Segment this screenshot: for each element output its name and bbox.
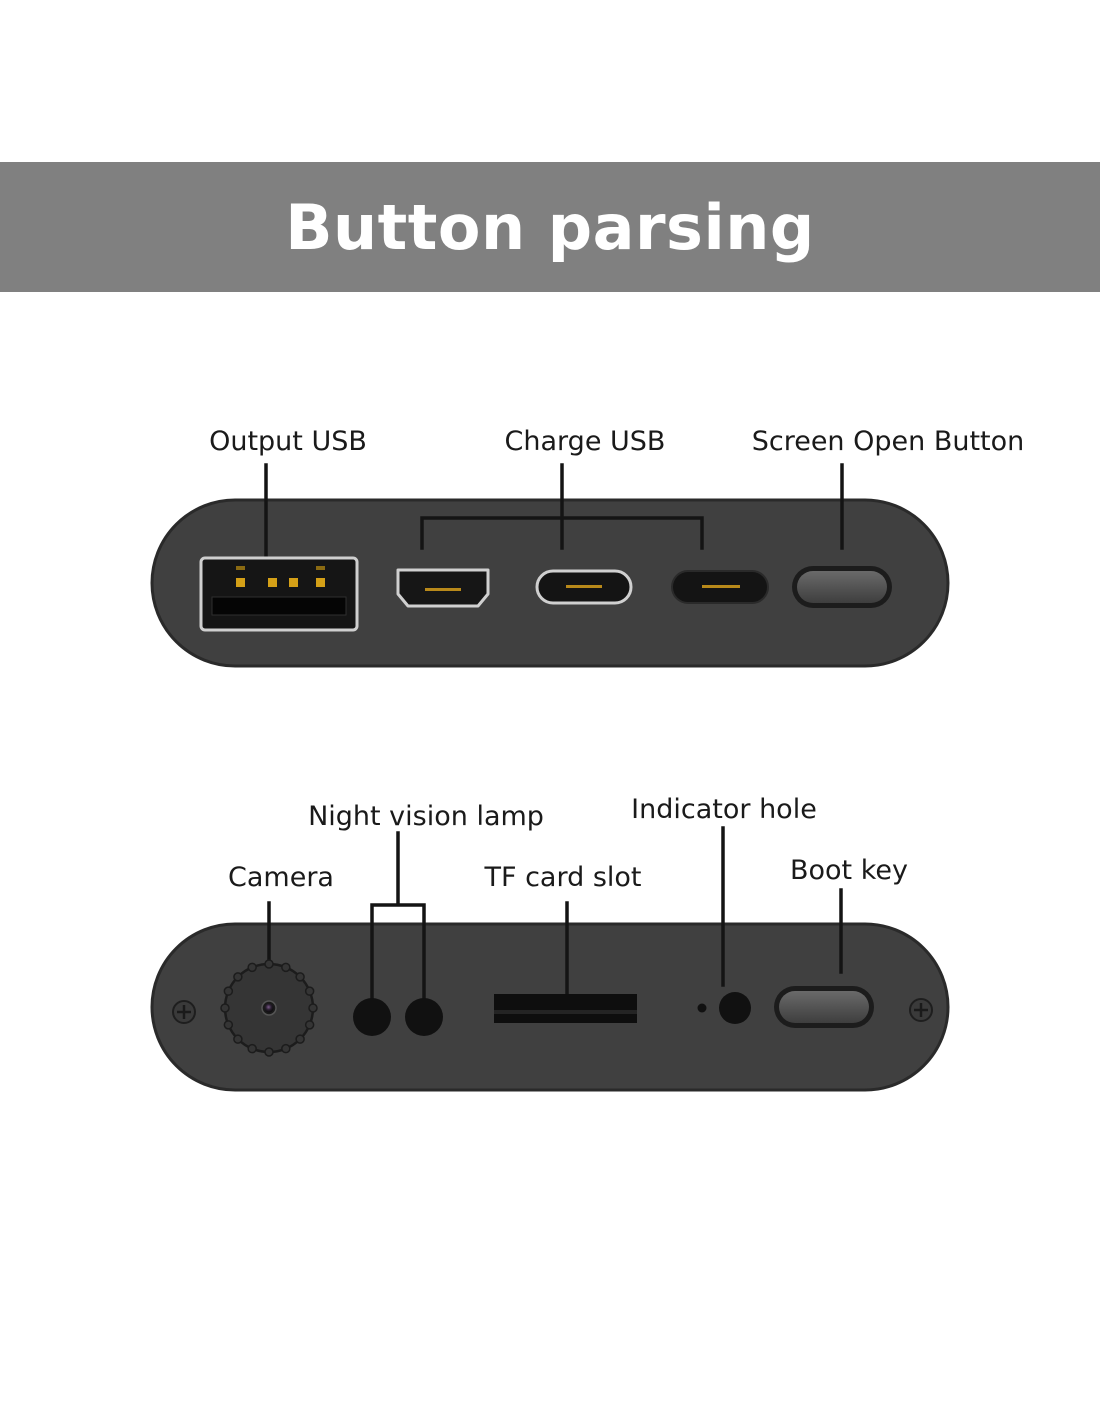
camera-ring-knurls bbox=[220, 959, 318, 1057]
night-vision-lamp-right bbox=[405, 998, 443, 1036]
camera-ring-knurl bbox=[223, 1020, 234, 1030]
screen-open-button bbox=[792, 566, 892, 608]
label-output-usb: Output USB bbox=[209, 426, 367, 457]
label-camera: Camera bbox=[228, 862, 334, 893]
camera-ring-knurl bbox=[220, 1003, 230, 1013]
label-charge-usb: Charge USB bbox=[505, 426, 666, 457]
camera-ring-knurl bbox=[304, 1020, 315, 1030]
tf-card-slot bbox=[494, 994, 637, 1023]
page-title: Button parsing bbox=[285, 191, 815, 264]
lightning-port bbox=[671, 570, 769, 604]
output-usb-port bbox=[199, 556, 359, 632]
camera-ring-knurl bbox=[264, 1047, 274, 1057]
camera-ring-knurl bbox=[247, 962, 257, 973]
camera-ring-knurl bbox=[295, 972, 305, 982]
label-tf-card-slot: TF card slot bbox=[483, 862, 641, 893]
boot-key-button bbox=[774, 986, 874, 1028]
usb-c-port bbox=[535, 569, 633, 605]
top-panel-diagram: Output USB Charge USB Screen Open Button bbox=[150, 426, 1025, 668]
label-night-vision-lamp: Night vision lamp bbox=[308, 801, 544, 832]
leader-night-vision-lamp bbox=[370, 831, 426, 1000]
label-screen-open-button: Screen Open Button bbox=[752, 426, 1025, 457]
label-indicator-hole: Indicator hole bbox=[631, 794, 817, 825]
camera-ring-knurl bbox=[308, 1003, 318, 1013]
camera-ring-knurl bbox=[223, 986, 234, 996]
camera-ring-knurl bbox=[264, 959, 274, 969]
header-banner: Button parsing bbox=[0, 162, 1100, 292]
night-vision-lamp-left bbox=[353, 998, 391, 1036]
leader-charge-usb bbox=[420, 463, 704, 550]
label-boot-key: Boot key bbox=[790, 855, 908, 886]
bottom-panel-diagram: Night vision lamp Indicator hole Camera … bbox=[150, 794, 950, 1092]
micro-usb-port bbox=[396, 568, 490, 608]
camera-ring-knurl bbox=[233, 1034, 243, 1044]
camera-ring-knurl bbox=[281, 962, 291, 973]
indicator-hole bbox=[697, 992, 751, 1024]
camera-ring-knurl bbox=[233, 972, 243, 982]
camera-ring-knurl bbox=[304, 986, 315, 996]
camera-ring-knurl bbox=[281, 1043, 291, 1054]
camera-ring-knurl bbox=[295, 1034, 305, 1044]
screw-left-icon bbox=[172, 1000, 196, 1024]
screw-right-icon bbox=[909, 998, 933, 1022]
camera-ring-knurl bbox=[247, 1043, 257, 1054]
